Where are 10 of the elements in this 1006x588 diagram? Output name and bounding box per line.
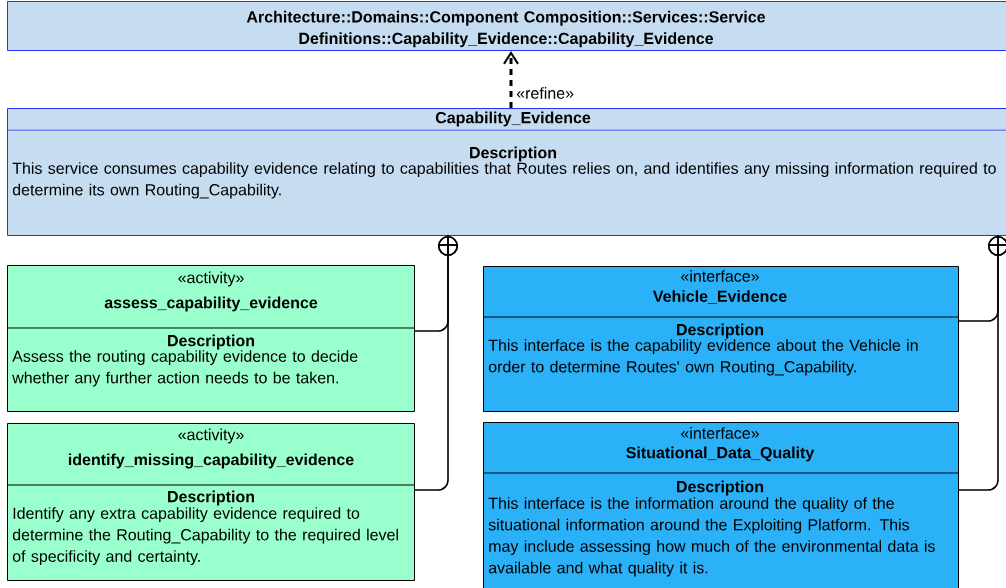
- containment-connector: [414, 234, 459, 491]
- edge-label: «refine»: [515, 86, 576, 100]
- interface-box: «interface» Situational_Data_Quality Description This interface is the information around the quality of the situational information around the Exploiting Platform. This may include assessing how much of the environmental data is available and what quality it is.: [482, 422, 959, 588]
- package-box: Architecture::Domains::Component Composition::Services::Service Definitions::Capability_Evidence::Capability_Evidence: [7, 1, 1006, 51]
- service-box: Capability_Evidence Description This service consumes capability evidence relating to capabilities that Routes relies on, and identifies any missing information required to determine its own Routing_Capability.: [6, 108, 1006, 236]
- activity-box: «activity» assess_capability_evidence Description Assess the routing capability evidence to decide whether any further action needs to be taken.: [6, 265, 415, 412]
- activity-box: «activity» identify_missing_capability_evidence Description Identify any extra capability evidence required to determine the Routing_Capability to the required level of specificity and certainty.: [6, 423, 415, 581]
- containment-connector: [958, 234, 1006, 491]
- dependency-arrow: [503, 51, 519, 108]
- interface-box: «interface» Vehicle_Evidence Description This interface is the capability evidence about the Vehicle in order to determine Routes' own Routing_Capability.: [482, 266, 959, 412]
